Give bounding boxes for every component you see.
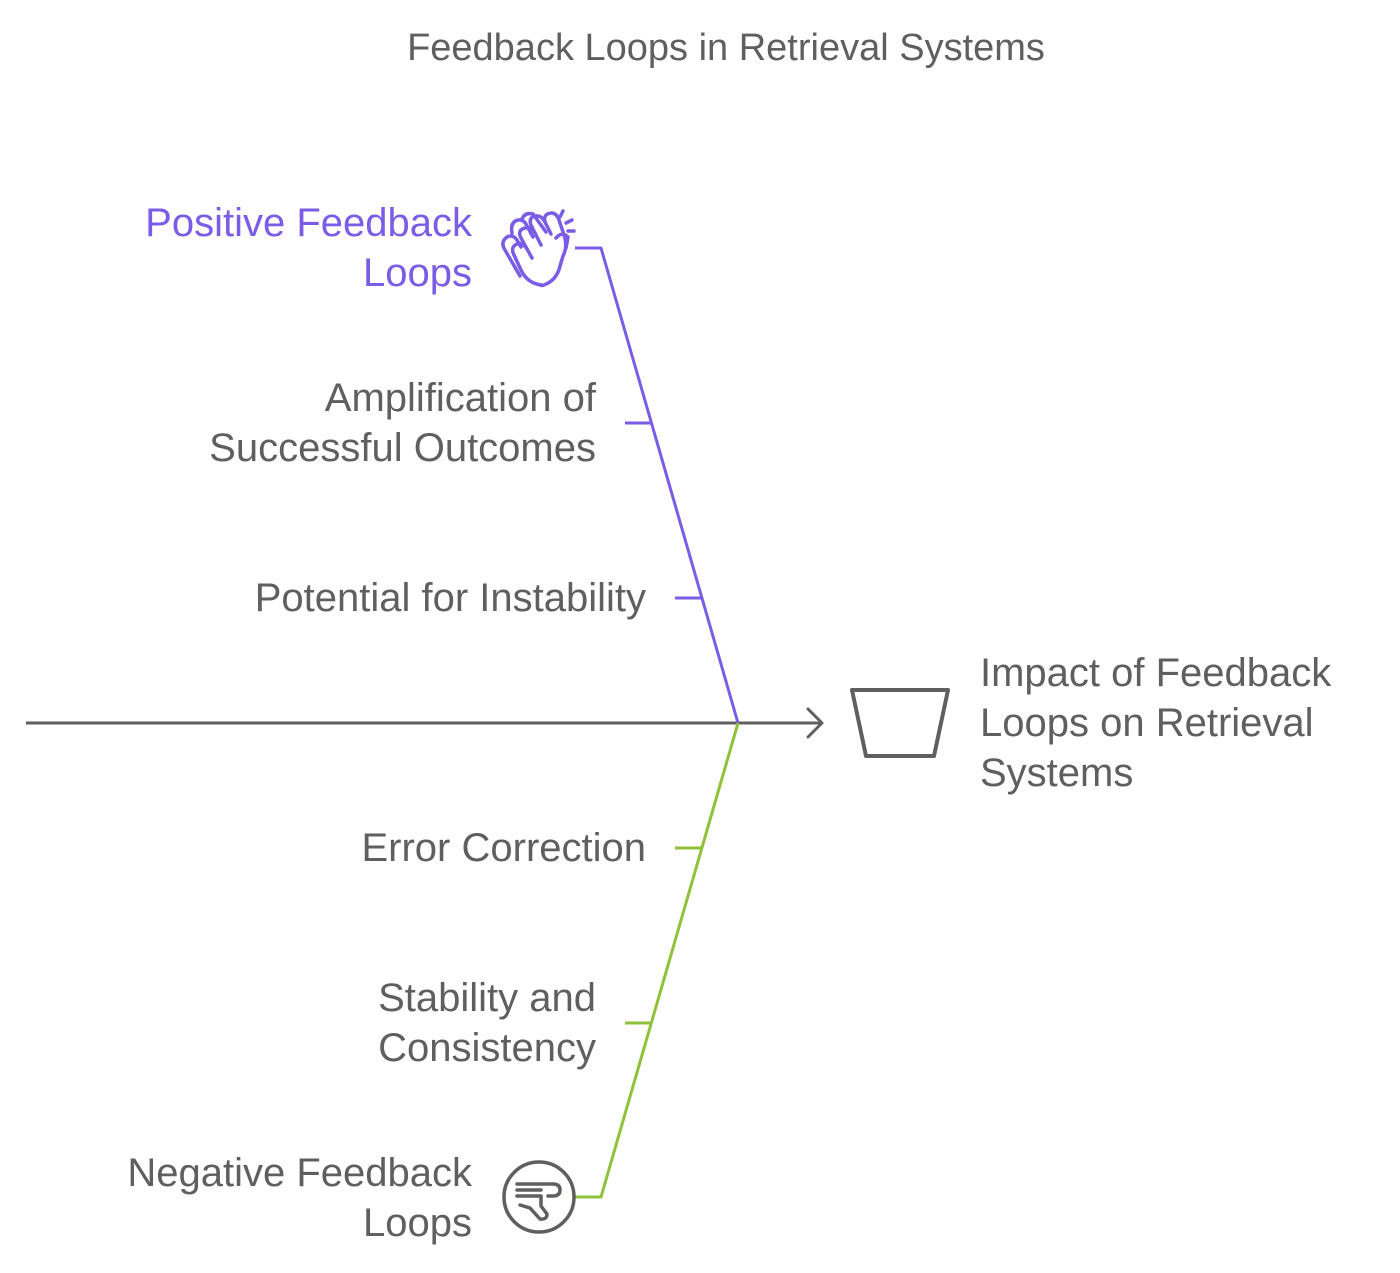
clapping-hands-icon (501, 209, 576, 288)
thumbs-down-icon (502, 1160, 576, 1234)
negative-bone (575, 722, 740, 1199)
cause-stability-label: Stability and Consistency (378, 976, 596, 1070)
spine-arrowhead (806, 707, 824, 739)
funnel-icon (850, 688, 950, 758)
positive-bone (575, 246, 740, 724)
cause-error-correction-label: Error Correction (361, 826, 646, 870)
positive-feedback-loops-label: Positive Feedback Loops (145, 201, 472, 295)
cause-instability-label: Potential for Instability (254, 576, 646, 620)
cause-amplification-label: Amplification of Successful Outcomes (209, 376, 596, 470)
diagram-title: Feedback Loops in Retrieval Systems (407, 27, 1045, 69)
effect-label: Impact of Feedback Loops on Retrieval Sy… (980, 651, 1332, 795)
negative-feedback-loops-label: Negative Feedback Loops (127, 1151, 472, 1245)
